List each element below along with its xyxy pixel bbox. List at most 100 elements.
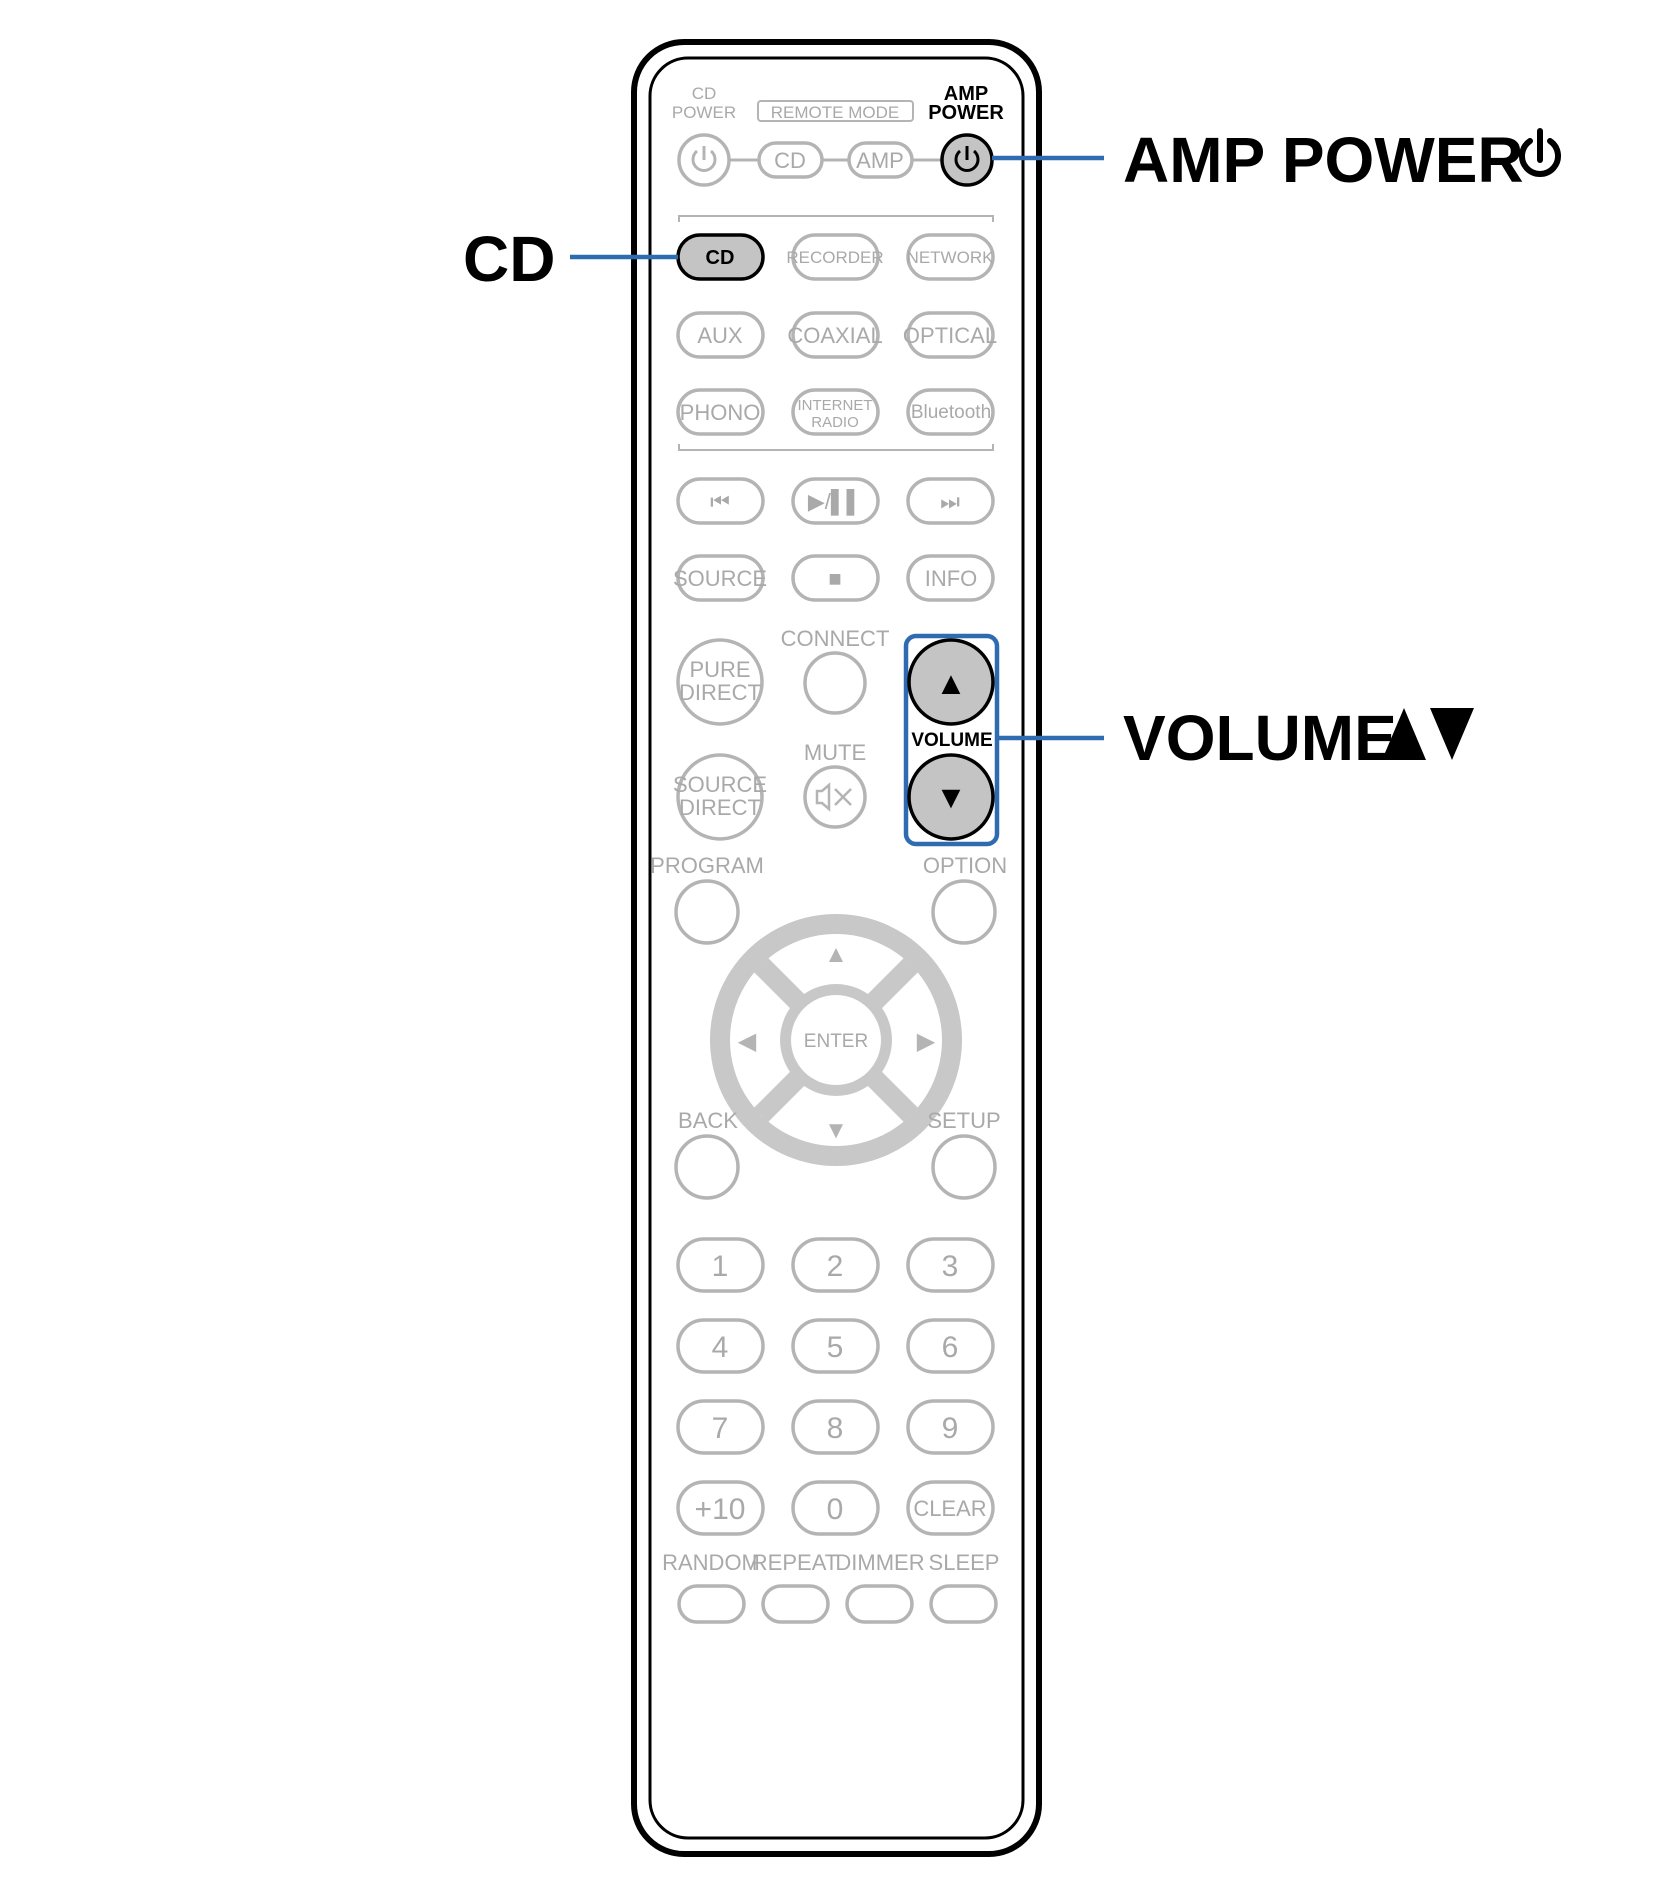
digit-3-button[interactable]: 3 bbox=[906, 1237, 995, 1293]
optical-button[interactable]: OPTICAL bbox=[903, 311, 997, 359]
bluetooth-button[interactable]: Bluetooth bbox=[906, 388, 995, 436]
source-direct-label-2: DIRECT bbox=[679, 795, 761, 820]
dimmer-button[interactable] bbox=[845, 1584, 914, 1624]
digit-9-label: 9 bbox=[942, 1412, 959, 1445]
amp-power-button[interactable] bbox=[940, 133, 994, 187]
digit-4-button[interactable]: 4 bbox=[676, 1318, 765, 1374]
play-pause-button[interactable]: ▶/▌▌ bbox=[791, 477, 880, 525]
cursor-down-icon[interactable]: ▼ bbox=[824, 1117, 848, 1144]
volume-label: VOLUME bbox=[911, 730, 992, 751]
digit-0-label: 0 bbox=[827, 1493, 844, 1526]
cd-power-label-1: CD bbox=[692, 84, 717, 103]
plus-10-label: +10 bbox=[695, 1493, 746, 1526]
volume-up-triangle-icon bbox=[1382, 708, 1426, 760]
pure-direct-label-1: PURE bbox=[689, 657, 750, 682]
connect-button[interactable] bbox=[803, 651, 867, 715]
mute-label: MUTE bbox=[804, 740, 866, 765]
remote-mode-amp-label: AMP bbox=[856, 148, 904, 173]
digit-3-label: 3 bbox=[942, 1250, 959, 1283]
remote-mode-amp-button[interactable]: AMP bbox=[847, 141, 914, 179]
back-button[interactable] bbox=[674, 1134, 740, 1200]
info-label: INFO bbox=[925, 566, 978, 591]
digit-6-label: 6 bbox=[942, 1331, 959, 1364]
optical-label: OPTICAL bbox=[903, 323, 997, 348]
next-button[interactable]: ⏭ bbox=[906, 477, 995, 525]
cd-callout: CD bbox=[463, 223, 555, 295]
amp-power-label-2: POWER bbox=[928, 102, 1004, 124]
power-icon bbox=[954, 146, 980, 172]
program-button[interactable] bbox=[674, 879, 740, 945]
volume-callout: VOLUME bbox=[1123, 702, 1397, 774]
volume-up-icon: ▲ bbox=[935, 665, 967, 701]
sleep-button[interactable] bbox=[929, 1584, 998, 1624]
coaxial-label: COAXIAL bbox=[787, 323, 882, 348]
digit-7-label: 7 bbox=[712, 1412, 729, 1445]
internet-radio-button[interactable]: INTERNET RADIO bbox=[791, 388, 880, 436]
cd-power-button[interactable] bbox=[677, 133, 731, 187]
recorder-button[interactable]: RECORDER bbox=[786, 233, 884, 281]
digit-8-button[interactable]: 8 bbox=[791, 1399, 880, 1455]
remote-mode-frame bbox=[757, 100, 914, 122]
stop-icon: ■ bbox=[828, 566, 841, 591]
digit-1-label: 1 bbox=[712, 1250, 729, 1283]
enter-label[interactable]: ENTER bbox=[804, 1031, 868, 1052]
power-icon bbox=[1519, 128, 1561, 177]
source-direct-label-1: SOURCE bbox=[673, 772, 767, 797]
digit-0-button[interactable]: 0 bbox=[791, 1480, 880, 1536]
bluetooth-label: Bluetooth bbox=[911, 402, 991, 423]
info-button[interactable]: INFO bbox=[906, 554, 995, 602]
back-label: BACK bbox=[678, 1108, 738, 1133]
connect-label: CONNECT bbox=[781, 626, 890, 651]
phono-button[interactable]: PHONO bbox=[676, 388, 765, 436]
remote-mode-cd-button[interactable]: CD bbox=[757, 141, 824, 179]
cursor-left-icon[interactable]: ◀ bbox=[738, 1028, 757, 1055]
volume-down-icon: ▼ bbox=[935, 779, 967, 815]
option-button[interactable] bbox=[931, 879, 997, 945]
recorder-label: RECORDER bbox=[786, 248, 883, 267]
cd-button-label: CD bbox=[706, 247, 735, 269]
network-label: NETWORK bbox=[907, 248, 995, 267]
pure-direct-button[interactable]: PURE DIRECT bbox=[676, 638, 764, 726]
dimmer-label: DIMMER bbox=[835, 1550, 924, 1575]
source-direct-button[interactable]: SOURCE DIRECT bbox=[673, 753, 767, 841]
volume-down-button[interactable]: ▼ bbox=[907, 753, 995, 841]
pure-direct-label-2: DIRECT bbox=[679, 680, 761, 705]
amp-power-callout: AMP POWER bbox=[1123, 124, 1524, 196]
mute-button[interactable] bbox=[803, 765, 867, 829]
digit-1-button[interactable]: 1 bbox=[676, 1237, 765, 1293]
clear-button[interactable]: CLEAR bbox=[906, 1480, 995, 1536]
amp-power-label-1: AMP bbox=[944, 83, 988, 105]
repeat-label: REPEAT bbox=[752, 1550, 838, 1575]
coaxial-button[interactable]: COAXIAL bbox=[787, 311, 883, 359]
volume-up-button[interactable]: ▲ bbox=[907, 638, 995, 726]
setup-button[interactable] bbox=[931, 1134, 997, 1200]
volume-down-triangle-icon bbox=[1430, 708, 1474, 760]
internet-radio-label-1: INTERNET bbox=[798, 397, 873, 414]
digit-7-button[interactable]: 7 bbox=[676, 1399, 765, 1455]
digit-6-button[interactable]: 6 bbox=[906, 1318, 995, 1374]
aux-button[interactable]: AUX bbox=[676, 311, 765, 359]
stop-button[interactable]: ■ bbox=[791, 554, 880, 602]
program-label: PROGRAM bbox=[650, 853, 764, 878]
cd-button[interactable]: CD bbox=[676, 233, 765, 281]
cursor-right-icon[interactable]: ▶ bbox=[917, 1028, 936, 1055]
option-label: OPTION bbox=[923, 853, 1007, 878]
plus-10-button[interactable]: +10 bbox=[676, 1480, 765, 1536]
digit-4-label: 4 bbox=[712, 1331, 729, 1364]
internet-radio-label-2: RADIO bbox=[811, 414, 859, 431]
next-icon: ⏭ bbox=[940, 489, 960, 514]
digit-9-button[interactable]: 9 bbox=[906, 1399, 995, 1455]
repeat-button[interactable] bbox=[761, 1584, 830, 1624]
random-button[interactable] bbox=[677, 1584, 746, 1624]
network-button[interactable]: NETWORK bbox=[906, 233, 995, 281]
digit-2-button[interactable]: 2 bbox=[791, 1237, 880, 1293]
digit-5-button[interactable]: 5 bbox=[791, 1318, 880, 1374]
aux-label: AUX bbox=[697, 323, 743, 348]
source-button[interactable]: SOURCE bbox=[673, 554, 767, 602]
cursor-up-icon[interactable]: ▲ bbox=[824, 941, 848, 968]
previous-icon: ⏮ bbox=[710, 489, 730, 514]
remote-mode-label: REMOTE MODE bbox=[771, 103, 899, 122]
previous-button[interactable]: ⏮ bbox=[676, 477, 765, 525]
cursor-pad[interactable] bbox=[710, 914, 962, 1166]
